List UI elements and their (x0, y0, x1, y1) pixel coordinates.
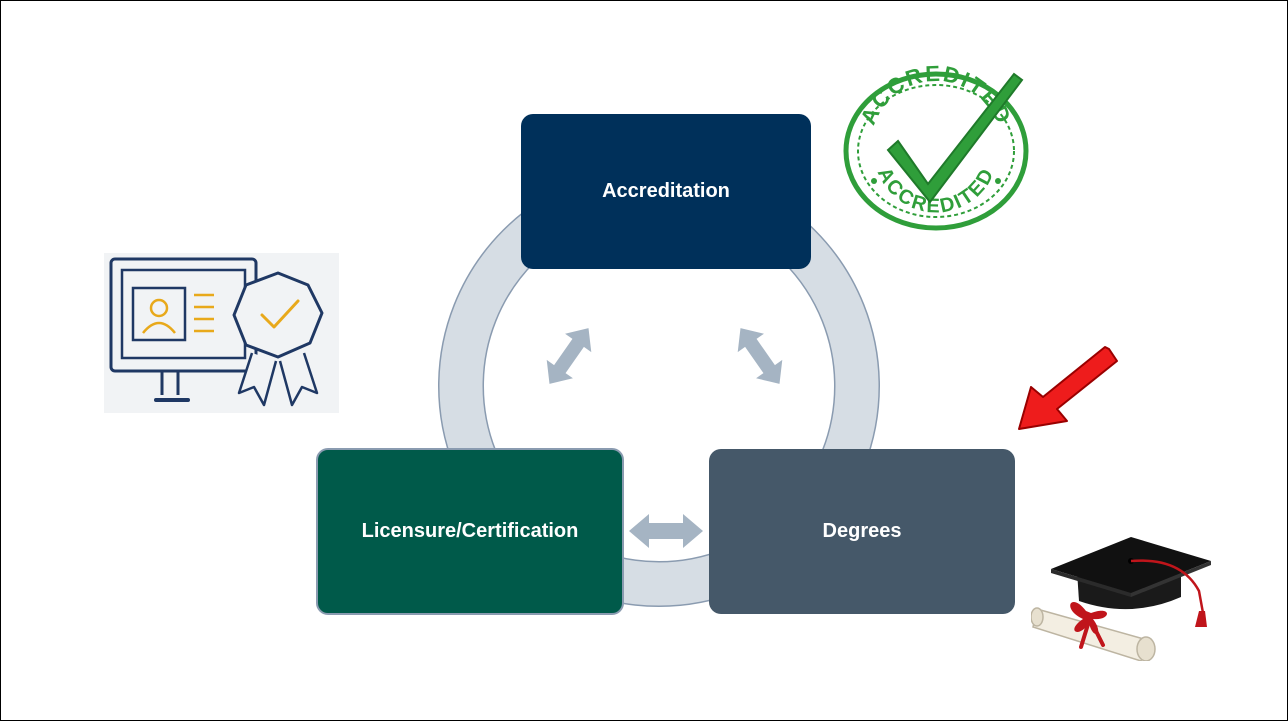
node-accreditation-label: Accreditation (602, 180, 730, 202)
node-accreditation: Accreditation (521, 114, 811, 269)
bidirectional-arrow-bottom (629, 514, 703, 548)
accredited-stamp-icon: ACCREDITED ACCREDITED (843, 61, 1029, 231)
certificate-monitor-icon (104, 253, 339, 413)
node-degrees-label: Degrees (822, 520, 902, 542)
red-pointer-arrow-icon (1018, 346, 1118, 430)
node-degrees: Degrees (709, 449, 1015, 614)
node-licensure-certification: Licensure/Certification (316, 448, 624, 615)
bidirectional-arrow-left (546, 328, 592, 384)
node-licensure-label: Licensure/Certification (361, 520, 579, 542)
bidirectional-arrow-right (737, 328, 783, 384)
graduation-cap-diploma-icon (1031, 537, 1211, 661)
